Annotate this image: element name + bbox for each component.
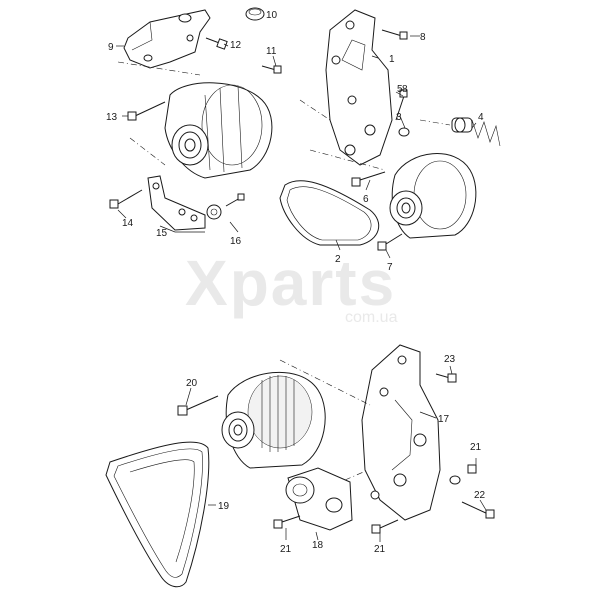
callout-11: 11 xyxy=(266,46,277,57)
upper-left-alternator xyxy=(164,82,273,179)
bolt-part-16 xyxy=(206,193,245,220)
callout-21-left: 21 xyxy=(280,544,292,555)
bolt-part-21-middle xyxy=(371,519,399,534)
callout-13: 13 xyxy=(106,112,118,123)
bolt-part-8-top xyxy=(381,29,408,40)
callout-14: 14 xyxy=(122,218,134,229)
bolt-part-6 xyxy=(351,171,386,187)
callout-21-right: 21 xyxy=(470,442,482,453)
callout-8-lower: 8 xyxy=(402,84,408,95)
bolt-part-12 xyxy=(205,37,228,50)
callout-10: 10 xyxy=(266,10,278,21)
bolt-part-21-left xyxy=(273,515,301,529)
callout-6: 6 xyxy=(363,194,369,205)
belt-tensioner-part-18 xyxy=(285,467,353,531)
watermark-brand: Xparts xyxy=(185,247,396,319)
upper-alternator-bracket xyxy=(123,9,211,69)
callout-18: 18 xyxy=(312,540,324,551)
callout-17: 17 xyxy=(438,414,450,425)
bolt-part-23 xyxy=(435,373,457,383)
callout-leaders xyxy=(116,35,487,542)
drive-belt-part-2 xyxy=(279,180,380,246)
callout-labels: 1 2 3 4 5 6 7 8 8 9 10 11 12 13 14 15 16… xyxy=(106,10,486,555)
callout-21-middle: 21 xyxy=(374,544,386,555)
lower-mounting-bracket xyxy=(361,344,441,521)
watermark-domain: com.ua xyxy=(345,309,398,326)
callout-3: 3 xyxy=(396,112,402,123)
callout-2: 2 xyxy=(335,254,341,265)
bolt-part-11 xyxy=(261,65,282,74)
cap-part-10 xyxy=(245,7,265,21)
callout-20: 20 xyxy=(186,378,198,389)
nut-part-21-right xyxy=(449,464,477,485)
callout-12: 12 xyxy=(230,40,242,51)
upper-right-alternator xyxy=(389,153,477,239)
callout-16: 16 xyxy=(230,236,242,247)
spring-part-4 xyxy=(451,117,501,147)
callout-22: 22 xyxy=(474,490,486,501)
bolt-part-22 xyxy=(461,501,495,519)
tensioner-bracket-part-15 xyxy=(147,175,206,231)
bolt-part-8-lower xyxy=(395,89,408,121)
bolt-part-14 xyxy=(109,189,143,209)
lower-alternator xyxy=(221,371,326,469)
callout-23: 23 xyxy=(444,354,456,365)
bolt-part-13 xyxy=(127,101,166,121)
bolt-part-20 xyxy=(177,395,219,416)
callout-9: 9 xyxy=(108,42,114,53)
sleeve-part-3 xyxy=(398,127,410,137)
lower-assembly-lines xyxy=(279,359,371,481)
callout-7: 7 xyxy=(387,262,393,273)
callout-5: 5 xyxy=(397,84,403,95)
serpentine-belt-part-19 xyxy=(105,441,210,588)
upper-assembly-lines xyxy=(117,61,451,171)
callout-8-top: 8 xyxy=(420,32,426,43)
callout-15: 15 xyxy=(156,228,168,239)
callout-4: 4 xyxy=(478,112,484,123)
bolt-part-7 xyxy=(377,233,403,251)
callout-1: 1 xyxy=(389,54,395,65)
main-mounting-bracket xyxy=(325,9,393,166)
callout-19: 19 xyxy=(218,501,230,512)
